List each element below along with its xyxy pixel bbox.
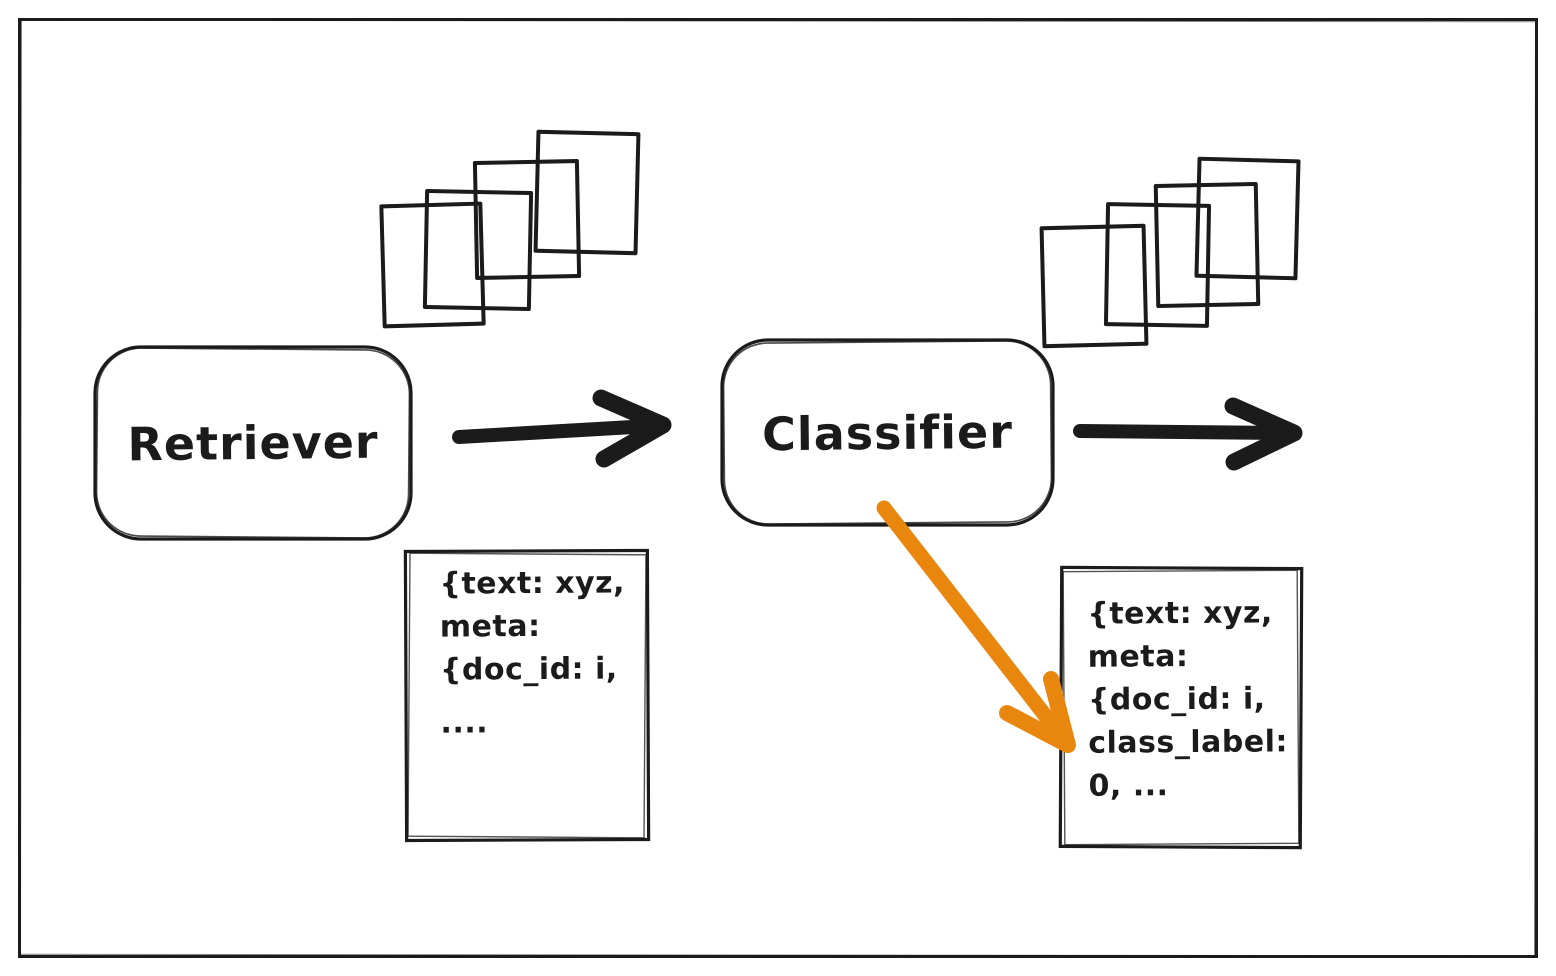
outer-frame [18, 18, 1538, 958]
classifier-node-label: Classifier [761, 404, 1014, 461]
document-stack-icon [1039, 156, 1301, 349]
payload-line: meta: [1087, 638, 1189, 675]
retriever-output-text: {text: xyz, meta: {doc_id: i, .... [439, 561, 626, 744]
payload-line: {doc_id: i, [439, 651, 618, 688]
classifier-output-text: {text: xyz, meta: {doc_id: i, class_labe… [1087, 591, 1288, 807]
payload-line: class_label: [1088, 724, 1289, 761]
classifier-to-payload-arrow [876, 500, 1076, 753]
retriever-to-classifier-arrow [452, 389, 672, 468]
retriever-node-label: Retriever [127, 414, 379, 472]
payload-line: {doc_id: i, [1087, 681, 1266, 718]
classifier-output-arrow [1073, 397, 1303, 471]
payload-line: meta: [439, 608, 541, 645]
payload-line: {text: xyz, [1087, 595, 1273, 632]
payload-line: {text: xyz, [439, 565, 626, 602]
document-stack-icon [379, 129, 641, 329]
payload-line: .... [440, 705, 489, 741]
retriever-output-box [403, 548, 651, 843]
retriever-node-box [93, 345, 413, 541]
payload-line: 0, ... [1088, 768, 1169, 804]
